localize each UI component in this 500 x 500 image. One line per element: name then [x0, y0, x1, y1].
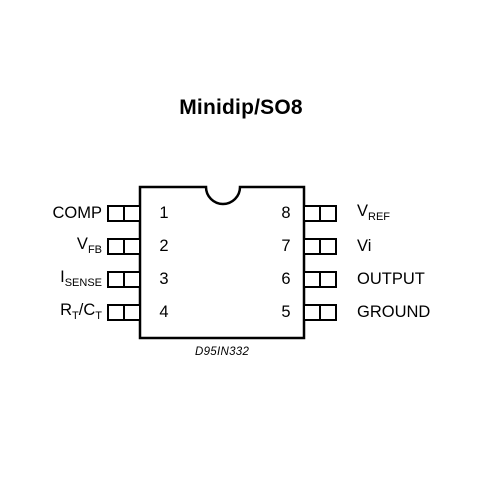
pin-label-ground: GROUND	[357, 302, 430, 322]
pin-3-name-subscript: SENSE	[64, 277, 102, 289]
pin-label-vfb: VFB	[77, 234, 102, 256]
pin-label-comp: COMP	[53, 203, 103, 223]
pin-number-5: 5	[281, 303, 291, 321]
pin-number-2: 2	[159, 237, 169, 255]
pin-number-8: 8	[281, 204, 291, 222]
drawing-code: D95IN332	[195, 346, 250, 358]
pin-1-name: COMP	[52, 204, 103, 222]
pin-4-name: R	[60, 301, 73, 319]
pin-number-7: 7	[281, 237, 291, 255]
pin-4-name-subscript-2: T	[95, 310, 102, 322]
pin-4-name-subscript: T	[72, 310, 79, 322]
pin-5-name: GROUND	[357, 303, 431, 321]
ic-body-outline	[138, 185, 306, 340]
pin-4-name-separator: /C	[78, 301, 96, 319]
pin-label-vi: Vi	[357, 236, 371, 256]
pin-2-name: V	[76, 235, 88, 253]
pin-label-rt-ct: RT/CT	[60, 300, 102, 322]
pin-label-isense: ISENSE	[60, 267, 102, 289]
pin-number-3: 3	[159, 270, 169, 288]
pin-number-6: 6	[281, 270, 291, 288]
pin-2-name-subscript: FB	[87, 244, 102, 256]
pin-number-4: 4	[159, 303, 169, 321]
pin-label-vref: VREF	[357, 201, 390, 223]
pin-3-name: I	[60, 268, 65, 286]
package-title: Minidip/SO8	[179, 96, 303, 119]
pin-6-name: OUTPUT	[357, 270, 425, 288]
pin-7-name: Vi	[357, 237, 372, 255]
pin-8-name-subscript: REF	[368, 211, 391, 223]
pin-label-output: OUTPUT	[357, 269, 425, 289]
pin-number-1: 1	[159, 204, 169, 222]
pin-8-name: V	[357, 202, 369, 220]
